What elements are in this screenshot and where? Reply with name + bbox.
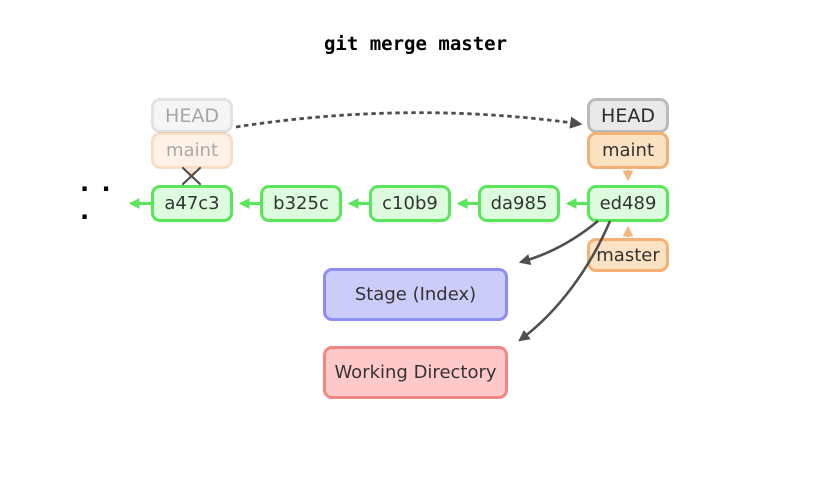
commit-label: b325c (273, 193, 329, 214)
detach-cross-mark (181, 166, 202, 186)
head-box: HEAD (587, 98, 669, 133)
commit-label: ed489 (599, 193, 657, 214)
commit-box: da985 (478, 185, 560, 222)
working-directory-box: Working Directory (323, 346, 508, 399)
commit-box: ed489 (587, 185, 669, 222)
commit-label: a47c3 (164, 193, 220, 214)
commit-history-ellipsis: · · · (80, 175, 113, 231)
ghost-maint-label: maint (165, 140, 219, 161)
maint-label: maint (601, 140, 655, 161)
stage-box: Stage (Index) (323, 268, 508, 321)
head-label: HEAD (601, 104, 655, 127)
commit-box: b325c (260, 185, 342, 222)
maint-box: maint (587, 132, 669, 169)
stage-label: Stage (Index) (354, 284, 477, 305)
commit-box: a47c3 (151, 185, 233, 222)
commit-label: c10b9 (382, 193, 438, 214)
master-label: master (596, 244, 660, 266)
commit-label: da985 (490, 193, 548, 214)
working-directory-label: Working Directory (334, 362, 497, 383)
diagram-title: git merge master (323, 33, 508, 55)
commit-box: c10b9 (369, 185, 451, 222)
master-box: master (587, 238, 669, 272)
ghost-head-label: HEAD (165, 104, 219, 127)
ghost-maint-box: maint (151, 132, 233, 169)
ghost-head-box: HEAD (151, 98, 233, 133)
head-move-arrow (235, 111, 583, 129)
